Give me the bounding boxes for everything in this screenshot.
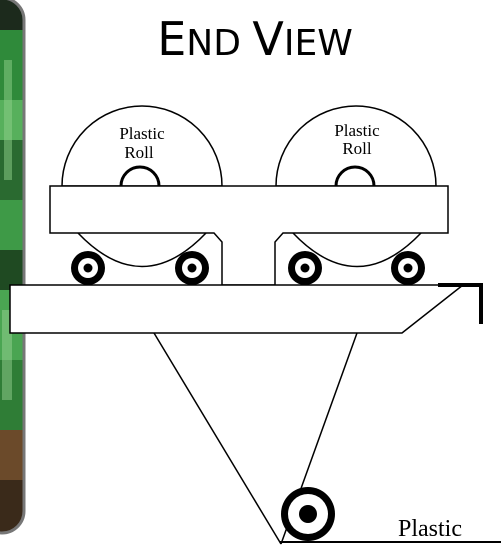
roll-label-left-line1: Plastic — [119, 124, 165, 143]
roll-label-right-line2: Roll — [342, 139, 372, 158]
page-title: END VIEW — [157, 12, 353, 66]
roll-label-left-line2: Roll — [124, 143, 154, 162]
wheel-2 — [175, 251, 209, 285]
wheel-3 — [288, 251, 322, 285]
photo-panel — [0, 0, 24, 533]
bottom-roller — [281, 487, 335, 541]
wheel-4 — [391, 251, 425, 285]
film-line-left — [154, 333, 281, 544]
roll-label-right-line1: Plastic — [334, 121, 380, 140]
plastic-output-label: Plastic — [398, 516, 462, 542]
wheel-1 — [71, 251, 105, 285]
base-platform — [10, 285, 463, 333]
